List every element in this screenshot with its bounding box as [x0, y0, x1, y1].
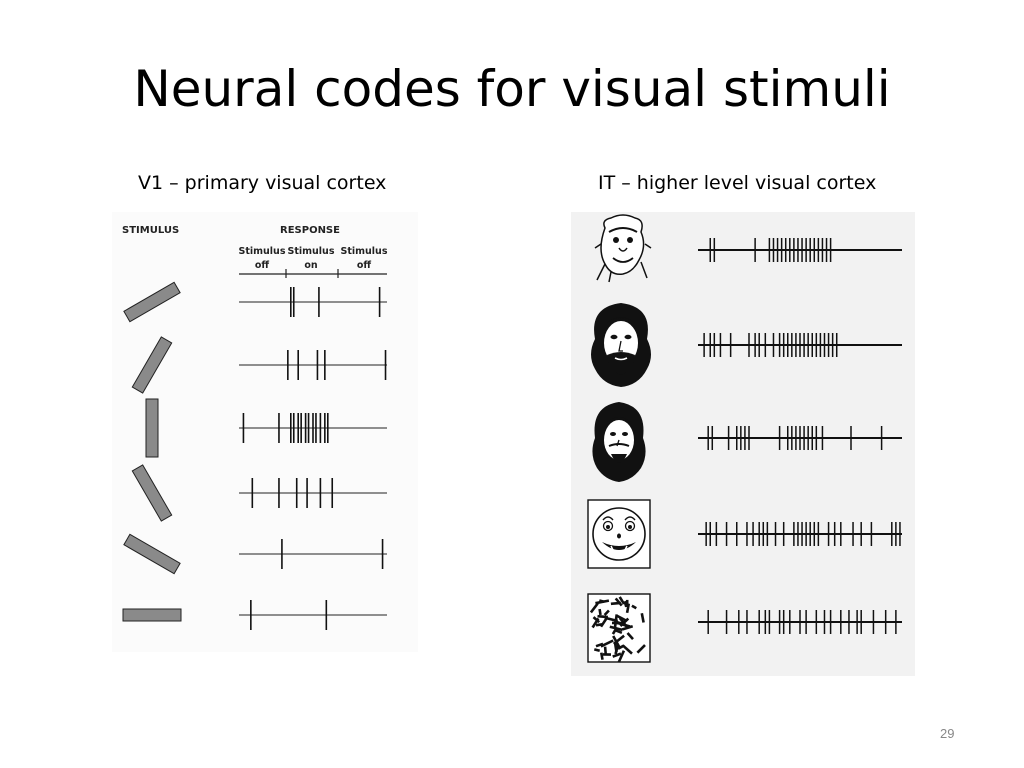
texture-stroke	[600, 652, 604, 660]
phase-2-line1: Stimulus	[288, 246, 335, 257]
it-diagram	[587, 214, 902, 663]
it-figure	[571, 212, 915, 676]
it-spike-train	[698, 426, 902, 450]
v1-spike-train	[239, 478, 387, 508]
cartoon-face-stimulus	[587, 499, 651, 569]
random-texture-stimulus	[587, 593, 651, 663]
texture-stroke	[617, 650, 626, 663]
v1-spike-train	[239, 287, 387, 317]
texture-stroke	[611, 627, 618, 635]
texture-stroke	[593, 648, 601, 653]
v1-subtitle: V1 – primary visual cortex	[138, 172, 387, 194]
v1-figure: STIMULUS RESPONSE Stimulus off Stimulus …	[112, 212, 418, 652]
texture-stroke	[599, 616, 609, 628]
texture-stroke	[598, 608, 602, 616]
texture-stroke	[603, 609, 610, 616]
texture-stroke	[592, 616, 601, 624]
texture-stroke	[617, 644, 625, 650]
v1-spike-train	[239, 350, 387, 380]
texture-stroke	[613, 619, 627, 628]
v1-diagram: STIMULUS RESPONSE Stimulus off Stimulus …	[122, 225, 388, 630]
scrambled-face-stimulus	[592, 402, 646, 482]
v1-stimulus-bars	[122, 281, 182, 622]
v1-stimulus-bar	[122, 608, 182, 622]
texture-stroke	[600, 639, 614, 648]
texture-stroke	[640, 612, 645, 623]
page-number: 29	[940, 726, 955, 741]
texture-stroke	[631, 604, 637, 610]
v1-spike-train	[239, 600, 387, 630]
phase-2-line2: on	[304, 260, 318, 271]
texture-stroke	[612, 652, 622, 658]
texture-stroke	[621, 644, 633, 655]
texture-stroke	[626, 632, 634, 640]
texture-stroke	[610, 601, 622, 606]
v1-stimulus-bar	[131, 336, 173, 394]
phase-3-line1: Stimulus	[341, 246, 388, 257]
texture-stroke	[595, 642, 604, 648]
v1-spike-trains	[239, 287, 387, 630]
v1-spike-train	[239, 539, 387, 569]
v1-stimulus-bar	[123, 281, 181, 323]
phase-1-line1: Stimulus	[239, 246, 286, 257]
it-spike-train	[698, 610, 902, 634]
response-header: RESPONSE	[280, 225, 340, 236]
texture-stroke	[598, 599, 605, 604]
texture-stroke	[603, 646, 607, 654]
it-subtitle: IT – higher level visual cortex	[598, 172, 877, 194]
monkey-face-stimulus	[594, 214, 652, 283]
phase-1-line2: off	[255, 260, 270, 271]
texture-stroke	[623, 600, 628, 608]
human-face-stimulus	[591, 303, 651, 387]
texture-stroke	[636, 644, 646, 654]
texture-stroke	[625, 603, 631, 614]
phase-timeline	[239, 269, 387, 278]
v1-spike-train	[239, 413, 387, 443]
texture-stroke	[597, 614, 609, 619]
texture-stroke	[589, 602, 599, 614]
v1-stimulus-bar	[131, 464, 173, 522]
it-spike-train	[698, 522, 902, 546]
texture-stroke	[614, 644, 620, 655]
texture-stroke	[618, 596, 626, 605]
phase-3-line2: off	[357, 260, 372, 271]
v1-stimulus-bar	[123, 533, 181, 575]
v1-stimulus-bar	[145, 398, 159, 458]
texture-stroke	[621, 625, 634, 631]
it-spike-trains	[698, 238, 902, 634]
it-spike-train	[698, 333, 902, 357]
it-spike-train	[698, 238, 902, 262]
stimulus-header: STIMULUS	[122, 225, 179, 236]
texture-stroke	[612, 634, 625, 645]
slide-title: Neural codes for visual stimuli	[133, 60, 891, 118]
